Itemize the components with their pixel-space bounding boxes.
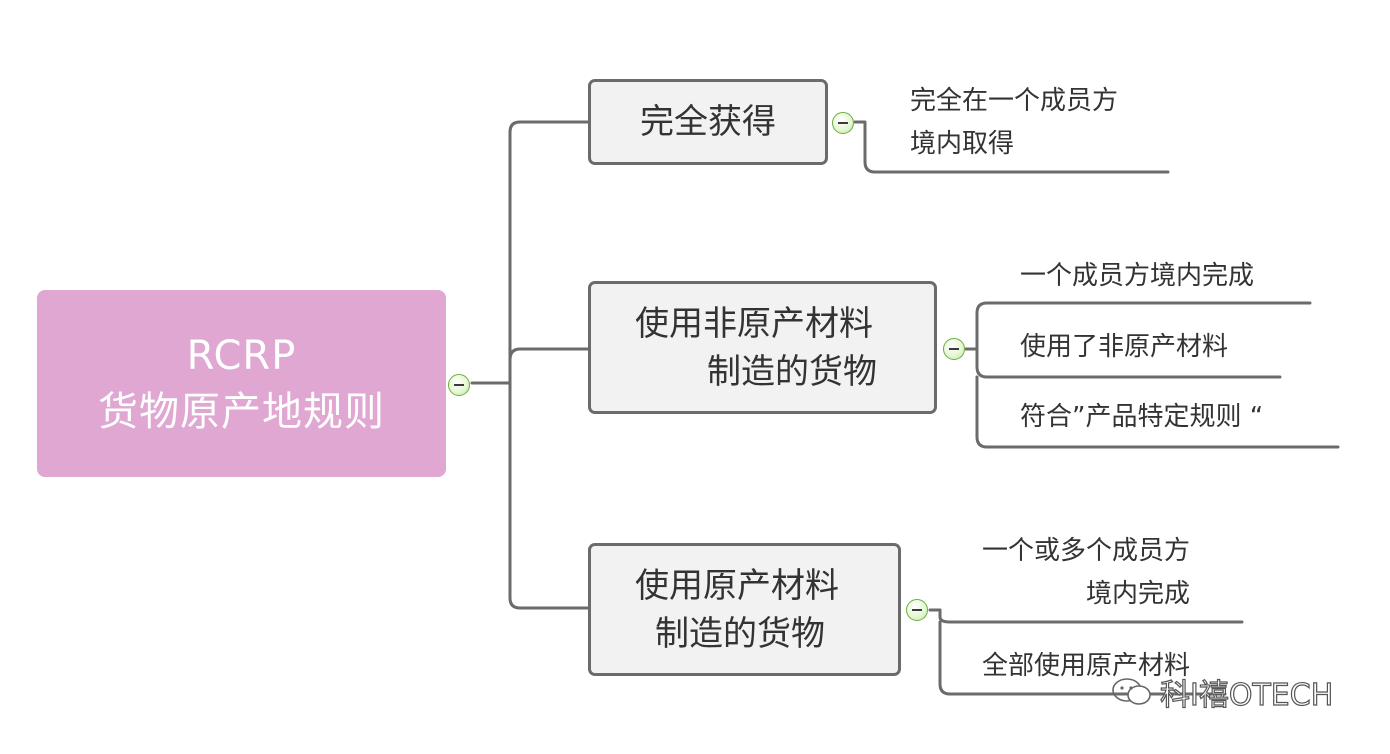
collapse-toggle-branch-1-icon[interactable] <box>832 112 854 134</box>
leaf-2-3: 符合”产品特定规则 “ <box>1020 396 1263 439</box>
connector-trunk <box>508 120 522 610</box>
branch-3-label-line-1: 使用原产材料 <box>635 565 839 606</box>
root-node: RCRP 货物原产地规则 <box>37 290 446 477</box>
connector-leaf-2-2 <box>975 347 1282 379</box>
leaf-3-1-line-1: 一个或多个成员方 <box>982 536 1191 566</box>
leaf-3-2: 全部使用原产材料 <box>982 645 1190 688</box>
collapse-toggle-branch-2-icon[interactable] <box>943 338 965 360</box>
leaf-1-1-line-1: 完全在一个成员方 <box>910 86 1119 116</box>
connector-branch-2 <box>508 347 590 362</box>
leaf-2-2: 使用了非原产材料 <box>1020 326 1228 369</box>
collapse-toggle-branch-3-icon[interactable] <box>906 599 928 621</box>
branch-1-label: 完全获得 <box>640 102 776 142</box>
branch-node-2: 使用非原产材料 制造的货物 <box>588 281 937 414</box>
connector-leaf-1-1 <box>853 120 1170 174</box>
branch-node-1: 完全获得 <box>588 79 828 165</box>
connector-leaf-2-3 <box>975 375 1340 449</box>
wechat-icon <box>1112 678 1151 705</box>
branch-node-3: 使用原产材料 制造的货物 <box>588 543 901 676</box>
leaf-2-1: 一个成员方境内完成 <box>1020 255 1254 298</box>
leaf-2-3-line-1: 符合”产品特定规则 “ <box>1020 402 1264 432</box>
leaf-1-1-line-2: 境内取得 <box>910 129 1015 159</box>
leaf-3-1: 一个或多个成员方 境内完成 <box>982 530 1190 616</box>
branch-2-label-line-2: 制造的货物 <box>707 351 877 392</box>
leaf-1-1: 完全在一个成员方 境内取得 <box>910 80 1118 166</box>
connector-leaf-2-1 <box>975 301 1312 351</box>
root-title: RCRP <box>186 332 297 379</box>
root-subtitle: 货物原产地规则 <box>98 388 385 435</box>
connector-leaf-3-1 <box>938 608 1244 624</box>
branch-3-label-line-2: 制造的货物 <box>655 613 825 654</box>
collapse-toggle-root-icon[interactable] <box>448 374 470 396</box>
leaf-3-1-line-2: 境内完成 <box>1086 579 1191 609</box>
leaf-2-2-line-1: 使用了非原产材料 <box>1020 332 1229 362</box>
leaf-3-2-line-1: 全部使用原产材料 <box>982 651 1191 681</box>
watermark: 科I禧OTECH <box>1110 670 1334 714</box>
connector-leaf-3-2 <box>938 620 1227 696</box>
leaf-2-1-line-1: 一个成员方境内完成 <box>1020 261 1255 291</box>
watermark-text: 科I禧OTECH <box>1159 677 1334 713</box>
branch-2-label-line-1: 使用非原产材料 <box>635 303 873 344</box>
